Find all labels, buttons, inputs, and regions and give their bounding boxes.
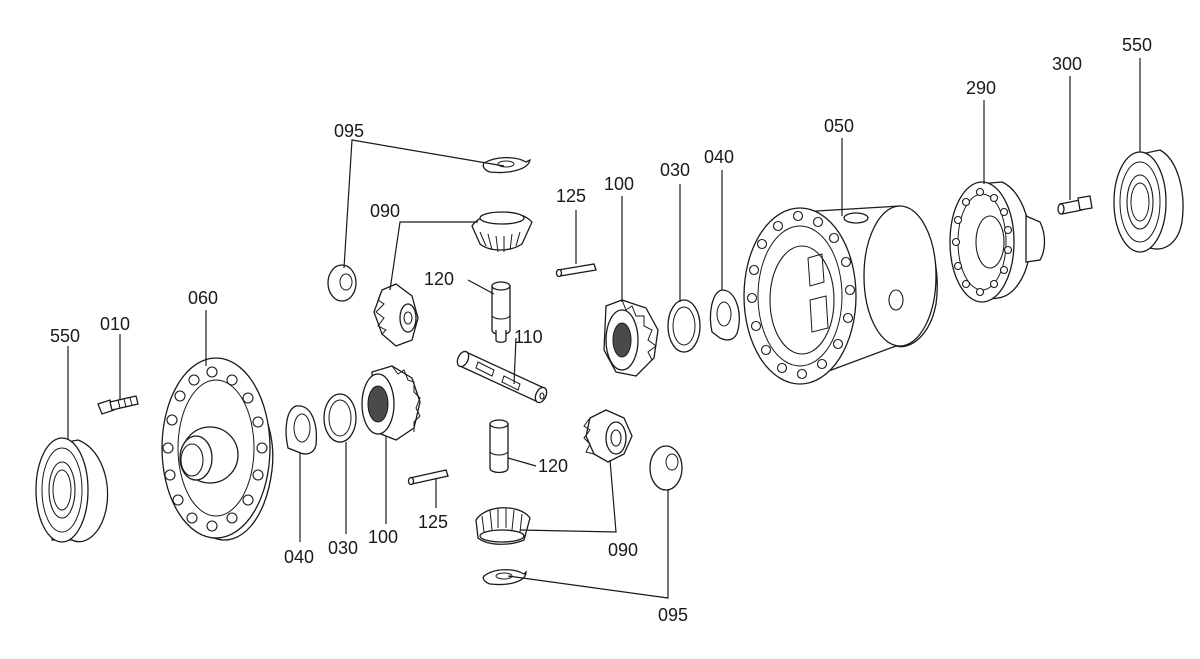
label-010: 010 [100, 314, 130, 334]
leader-110 [513, 337, 517, 385]
part-labels: 550 010 060 040 030 100 125 095 090 120 … [50, 35, 1152, 625]
part-120-top-sleeve [491, 281, 511, 343]
label-040-left: 040 [284, 547, 314, 567]
part-110-shaft [456, 350, 548, 404]
part-060-flange-half [161, 357, 274, 541]
label-095-top: 095 [334, 121, 364, 141]
label-090-bottom: 090 [608, 540, 638, 560]
label-125-left: 125 [418, 512, 448, 532]
leader-120-bottom [507, 457, 537, 467]
part-095-bottom-washer [482, 569, 527, 586]
leader-095-top [343, 139, 505, 269]
label-095-bottom: 095 [658, 605, 688, 625]
label-110: 110 [514, 327, 543, 347]
label-550-left: 550 [50, 326, 80, 346]
label-290: 290 [966, 78, 996, 98]
part-050-differential-case [743, 205, 938, 385]
part-100-right-side-gear [603, 299, 659, 377]
label-100-right: 100 [604, 174, 634, 194]
part-095-right-washer [649, 445, 683, 491]
leader-120-top [467, 279, 495, 295]
label-120-top: 120 [424, 269, 454, 289]
part-090-left-pinion [373, 283, 419, 347]
label-120-bottom: 120 [538, 456, 568, 476]
leader-095-bottom [507, 490, 669, 599]
part-040-left-washer [285, 405, 318, 455]
ring-gear-bolt-holes [951, 187, 1013, 297]
part-300-bolt [1057, 195, 1093, 215]
label-030-right: 030 [660, 160, 690, 180]
part-095-top-washer [482, 156, 531, 174]
case-bolt-holes [746, 210, 856, 380]
part-090-right-pinion [583, 409, 633, 463]
leader-090-bottom [519, 459, 617, 533]
part-290-ring-gear [949, 181, 1046, 303]
leader-090-top [389, 221, 478, 291]
part-090-bottom-pinion [475, 507, 531, 545]
leader-lines [67, 58, 1141, 599]
label-100-left: 100 [368, 527, 398, 547]
label-300: 300 [1052, 54, 1082, 74]
part-550-right-bearing [1113, 149, 1184, 253]
label-090-top: 090 [370, 201, 400, 221]
label-040-right: 040 [704, 147, 734, 167]
part-095-left-washer [327, 264, 357, 302]
part-120-bottom-sleeve [489, 419, 509, 474]
part-125-left-pin [407, 469, 449, 486]
part-125-right-pin [555, 263, 597, 278]
part-100-left-side-gear [361, 365, 421, 441]
label-125-right: 125 [556, 186, 586, 206]
label-030-left: 030 [328, 538, 358, 558]
part-090-top-pinion [471, 211, 533, 253]
part-030-left-ring [323, 393, 357, 443]
part-550-left-bearing [35, 437, 109, 543]
flange-bolt-holes [162, 366, 268, 532]
part-030-right-ring [667, 299, 701, 353]
label-550-right: 550 [1122, 35, 1152, 55]
part-040-right-washer [709, 289, 740, 341]
part-010-bolt [97, 395, 139, 415]
label-060: 060 [188, 288, 218, 308]
label-050: 050 [824, 116, 854, 136]
